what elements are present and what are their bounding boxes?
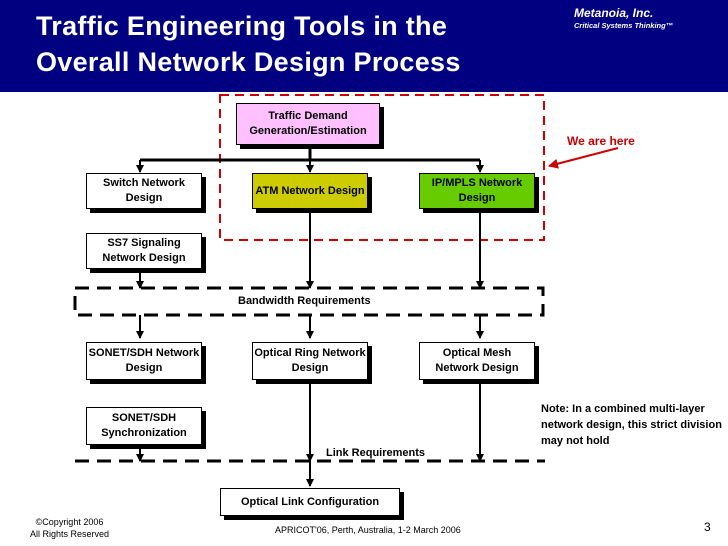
traffic-demand-box: Traffic Demand Generation/Estimation — [236, 103, 380, 145]
event-text: APRICOT'06, Perth, Australia, 1-2 March … — [275, 525, 461, 535]
bandwidth-requirements-label: Bandwidth Requirements — [238, 295, 371, 307]
ipmpls-network-box: IP/MPLS Network Design — [419, 173, 535, 209]
header-bar: Traffic Engineering Tools in the Overall… — [0, 0, 728, 92]
rights-line: All Rights Reserved — [30, 529, 110, 539]
ss7-label: SS7 Signaling Network Design — [102, 237, 186, 264]
optical-mesh-box: Optical Mesh Network Design — [419, 342, 535, 380]
sonet-sync-box: SONET/SDH Synchronization — [86, 407, 202, 445]
we-are-here-frame — [219, 94, 545, 241]
optical-mesh-label: Optical Mesh Network Design — [435, 347, 519, 374]
we-are-here-label: We are here — [567, 134, 635, 148]
traffic-demand-label: Traffic Demand Generation/Estimation — [249, 110, 367, 137]
switch-network-box: Switch Network Design — [86, 173, 202, 209]
optical-link-config-box: Optical Link Configuration — [220, 488, 400, 516]
atm-network-label: ATM Network Design — [255, 184, 365, 197]
company-name: Metanoia, Inc. — [574, 6, 654, 20]
note-text: Note: In a combined multi-layer network … — [541, 403, 722, 447]
page-number: 3 — [704, 520, 711, 534]
we-are-here-arrow — [548, 147, 619, 169]
title-line-2: Overall Network Design Process — [36, 47, 461, 77]
sonet-sync-label: SONET/SDH Synchronization — [101, 412, 187, 439]
link-requirements-label: Link Requirements — [326, 447, 426, 459]
optical-ring-box: Optical Ring Network Design — [252, 342, 368, 380]
company-tagline: Critical Systems Thinking™ — [574, 21, 674, 30]
title-line-1: Traffic Engineering Tools in the — [36, 11, 448, 41]
ss7-box: SS7 Signaling Network Design — [86, 233, 202, 269]
optical-link-config-label: Optical Link Configuration — [240, 495, 380, 508]
slide-title: Traffic Engineering Tools in the Overall… — [36, 8, 596, 80]
copyright-text: ©Copyright 2006 All Rights Reserved — [30, 516, 109, 540]
ipmpls-network-label: IP/MPLS Network Design — [431, 177, 523, 204]
sonet-network-box: SONET/SDH Network Design — [86, 342, 202, 380]
copyright-line: ©Copyright 2006 — [35, 517, 104, 527]
company-logo: Metanoia, Inc. Critical Systems Thinking… — [574, 6, 714, 31]
sonet-network-label: SONET/SDH Network Design — [88, 347, 200, 374]
optical-ring-label: Optical Ring Network Design — [254, 347, 366, 374]
switch-network-label: Switch Network Design — [103, 177, 185, 204]
atm-network-box: ATM Network Design — [252, 173, 368, 209]
